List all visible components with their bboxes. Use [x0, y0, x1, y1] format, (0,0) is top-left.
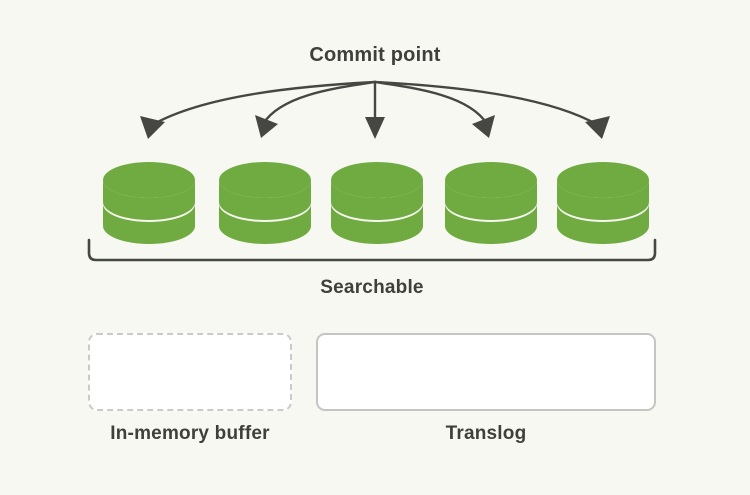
arrowhead-2 [255, 115, 278, 138]
in-memory-buffer-label: In-memory buffer [110, 423, 270, 444]
commit-arrow-4 [373, 80, 489, 126]
translog-label: Translog [445, 423, 527, 444]
arrowhead-5 [585, 116, 610, 139]
arrowhead-1 [140, 116, 165, 139]
database-cylinder-icon [331, 162, 423, 244]
commit-arrow-2 [261, 80, 377, 126]
in-memory-buffer-box [88, 333, 292, 411]
database-cylinder-icon [445, 162, 537, 244]
translog-box [316, 333, 656, 411]
database-cylinder-icon [219, 162, 311, 244]
commit-point-arrowheads [140, 115, 610, 139]
database-cylinder-icon [557, 162, 649, 244]
searchable-label: Searchable [320, 277, 424, 298]
searchable-bracket [87, 238, 657, 262]
shard-cylinder-group [103, 162, 649, 244]
commit-arrow-1 [150, 80, 377, 127]
arrowhead-4 [472, 115, 495, 138]
commit-arrow-5 [373, 80, 600, 127]
commit-point-arrows [150, 80, 600, 128]
database-cylinder-icon [103, 162, 195, 244]
arrowhead-3 [365, 117, 385, 139]
commit-point-label: Commit point [309, 44, 441, 66]
